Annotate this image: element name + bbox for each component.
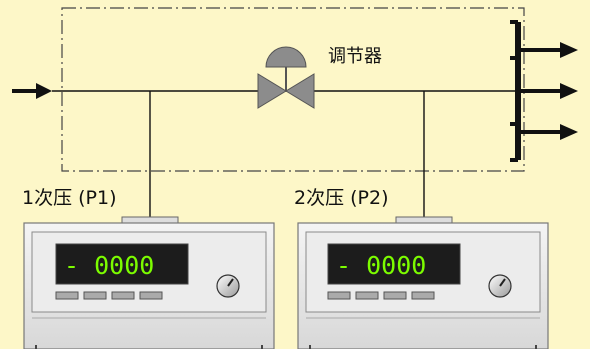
p1-button[interactable] [111, 291, 135, 300]
p1-button[interactable] [139, 291, 163, 300]
p2-button[interactable] [355, 291, 379, 300]
outlet-arrow-icon [518, 124, 578, 140]
p1-display [55, 243, 189, 285]
p2-display-value: - 0000 [336, 251, 426, 280]
outlet-arrow-icon [518, 42, 578, 58]
p2-display [327, 243, 461, 285]
regulator-label: 调节器 [328, 46, 382, 67]
p1-display-value: - 0000 [64, 251, 154, 280]
p2-button[interactable] [327, 291, 351, 300]
p1-gauge-label: 1次压 (P1) [22, 187, 117, 209]
p1-gauge-instrument: - 0000 [23, 216, 275, 349]
p1-button[interactable] [83, 291, 107, 300]
p2-gauge-instrument: - 0000 [297, 216, 549, 349]
p1-button[interactable] [55, 291, 79, 300]
p2-buttons [327, 291, 435, 300]
p2-gauge-label: 2次压 (P2) [294, 187, 389, 209]
outlet-arrow-icon [518, 83, 578, 99]
p2-button[interactable] [411, 291, 435, 300]
inlet-arrow [12, 83, 52, 99]
p2-button[interactable] [383, 291, 407, 300]
valve-icon [257, 46, 315, 109]
p1-buttons [55, 291, 163, 300]
